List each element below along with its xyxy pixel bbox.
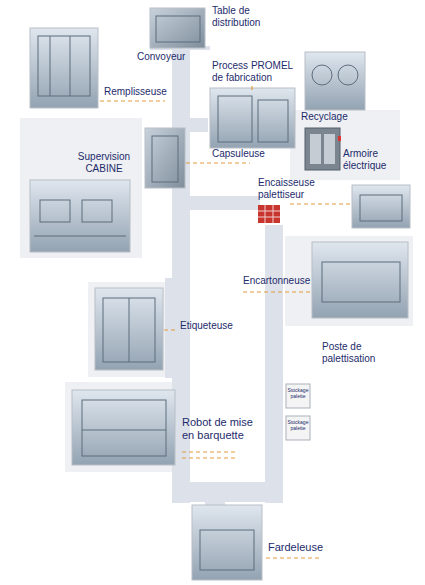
conveyor-label: Convoyeur bbox=[137, 51, 207, 63]
station-label: Supervision CABINE bbox=[74, 151, 134, 174]
station-label: Process PROMEL de fabrication bbox=[212, 60, 302, 83]
station-label: Fardeleuse bbox=[268, 541, 348, 554]
station-label: Capsuleuse bbox=[212, 148, 282, 160]
storage-label: Stockage palette bbox=[286, 420, 310, 432]
station-label: Table de distribution bbox=[212, 5, 272, 28]
station-label: Encartonneuse bbox=[243, 275, 323, 287]
station-label: Poste de palettisation bbox=[322, 341, 396, 364]
station-label: Robot de mise en barquette bbox=[182, 416, 262, 441]
station-label: Etiqueteuse bbox=[180, 320, 250, 332]
storage-label: Stockage palette bbox=[286, 388, 310, 400]
station-label: Encaisseuse palettiseur bbox=[258, 177, 328, 200]
station-label: Recyclage bbox=[301, 111, 363, 123]
station-label: Armoire électrique bbox=[343, 148, 399, 171]
station-label: Remplisseuse bbox=[104, 86, 184, 98]
